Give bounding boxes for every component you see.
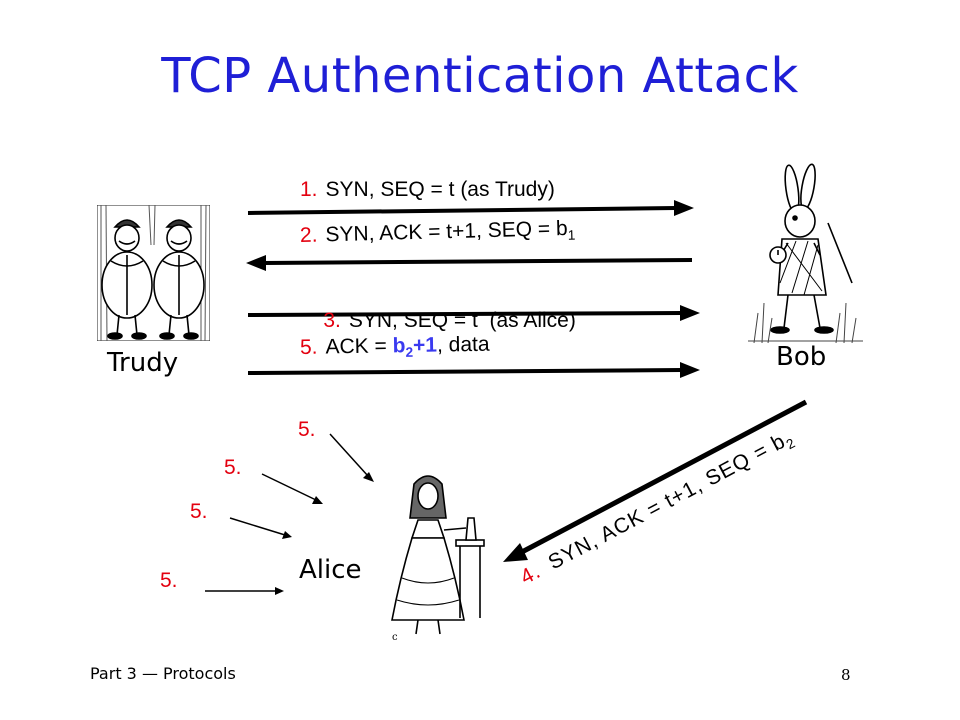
arrowhead-delivery-2 [312, 496, 323, 504]
alice-delivery-label-4: 5. [160, 569, 178, 592]
arrowhead-delivery-4 [275, 587, 284, 595]
bob-label: Bob [776, 342, 827, 372]
alice-delivery-label-2: 5. [224, 456, 242, 479]
message-5-highlight-tail: +1 [412, 333, 438, 358]
bob-illustration [748, 163, 863, 343]
arrow-delivery-3 [229, 517, 286, 536]
message-3: 3. SYN, SEQ = t (as Alice) [300, 285, 576, 357]
message-1: 1. SYN, SEQ = t (as Trudy) [300, 178, 555, 202]
message-5: 5. ACK = b2+1, data [300, 333, 490, 360]
svg-text:c: c [392, 632, 398, 643]
arrow-delivery-2 [261, 473, 317, 501]
message-5-prefix: ACK = [325, 334, 393, 359]
message-5-number: 5. [299, 335, 318, 359]
alice-label: Alice [299, 555, 362, 585]
message-3-number: 3. [323, 309, 341, 332]
message-5-highlight-base: b [392, 334, 406, 358]
arrowhead-msg-5 [680, 362, 700, 378]
arrowhead-msg-1 [674, 200, 694, 216]
message-3-text: SYN, SEQ = t (as Alice) [348, 309, 576, 332]
arrowhead-msg-4 [503, 543, 528, 562]
arrow-msg-3 [247, 311, 683, 317]
arrow-msg-4 [518, 399, 808, 556]
trudy-label: Trudy [107, 348, 179, 378]
trudy-illustration [97, 205, 210, 341]
page-number: 8 [841, 666, 851, 684]
message-1-text: SYN, SEQ = t (as Trudy) [325, 178, 555, 201]
message-1-number: 1. [300, 178, 318, 201]
arrow-msg-1 [247, 206, 677, 215]
message-2-subscript: 1 [567, 227, 576, 243]
alice-illustration: c [391, 475, 485, 643]
arrowhead-delivery-3 [282, 531, 292, 539]
arrow-msg-2 [263, 258, 693, 265]
slide-title: TCP Authentication Attack [161, 48, 799, 104]
arrow-msg-5 [247, 368, 683, 375]
arrowhead-msg-3 [680, 305, 700, 321]
message-2-text: SYN, ACK = t+1, SEQ = b [325, 216, 568, 247]
arrow-delivery-1 [329, 433, 369, 477]
arrowhead-delivery-1 [363, 472, 374, 482]
message-5-highlight: b2+1 [392, 333, 438, 360]
footer-section-label: Part 3 — Protocols [90, 664, 236, 683]
alice-delivery-label-3: 5. [190, 500, 208, 523]
arrowhead-msg-2 [246, 255, 266, 271]
message-5-suffix: , data [436, 332, 490, 357]
alice-delivery-label-1: 5. [298, 418, 316, 441]
message-2-number: 2. [299, 223, 318, 247]
